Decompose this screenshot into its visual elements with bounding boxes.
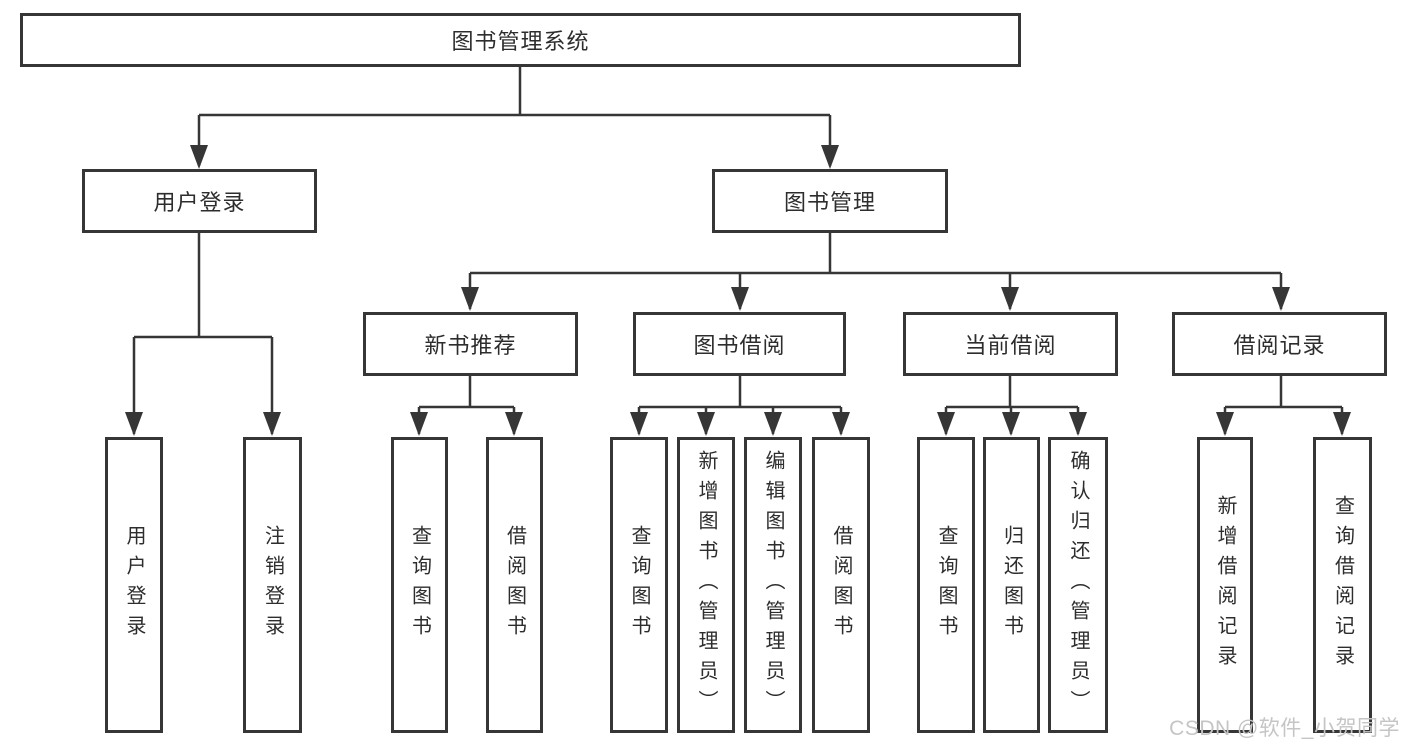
tree-edges [132,67,1344,434]
arrow-down-icon [1069,412,1087,436]
node-book-management-label: 图书管理 [783,190,876,215]
leaf-borrow-search-label: 查询图书 [628,525,650,645]
node-root: 图书管理系统 [20,13,1021,67]
arrowheads [125,145,1351,436]
arrow-down-icon [1002,412,1020,436]
leaf-records-add: 新增借阅记录 [1197,437,1253,733]
arrow-down-icon [1272,287,1290,311]
arrow-down-icon [731,287,749,311]
node-borrow-records-label: 借阅记录 [1233,333,1326,358]
csdn-watermark: CSDN @软件_小贺同学 [1169,717,1400,740]
node-new-book-recommend-label: 新书推荐 [424,333,517,358]
arrow-down-icon [630,412,648,436]
node-user-login: 用户登录 [82,169,317,233]
leaf-records-search-label: 查询借阅记录 [1331,495,1354,675]
leaf-current-confirm-return-admin: 确认归还（管理员） [1048,437,1108,733]
leaf-borrow-edit-admin-label: 编辑图书（管理员） [762,450,784,720]
leaf-logout-login: 注销登录 [243,437,302,733]
arrow-down-icon [697,412,715,436]
leaf-current-return-label: 归还图书 [1000,525,1023,645]
node-borrow-records: 借阅记录 [1172,312,1387,376]
leaf-user-login: 用户登录 [105,437,163,733]
leaf-current-confirm-return-admin-label: 确认归还（管理员） [1067,450,1089,720]
leaf-newbook-borrow-label: 借阅图书 [503,525,526,645]
leaf-borrow-edit-admin: 编辑图书（管理员） [744,437,802,733]
leaf-records-search: 查询借阅记录 [1313,437,1372,733]
leaf-newbook-borrow: 借阅图书 [486,437,543,733]
node-current-borrow-label: 当前借阅 [964,333,1057,358]
leaf-current-search-label: 查询图书 [935,525,957,645]
arrow-down-icon [190,145,208,169]
leaf-current-return: 归还图书 [983,437,1040,733]
leaf-current-search: 查询图书 [917,437,975,733]
arrow-down-icon [505,412,523,436]
leaf-borrow-borrow: 借阅图书 [812,437,870,733]
arrow-down-icon [1216,412,1234,436]
arrow-down-icon [125,412,143,436]
leaf-borrow-add-admin: 新增图书（管理员） [677,437,735,733]
node-user-login-label: 用户登录 [153,190,246,215]
arrow-down-icon [1001,287,1019,311]
node-book-borrow-label: 图书借阅 [693,333,786,358]
leaf-records-add-label: 新增借阅记录 [1214,495,1236,675]
leaf-borrow-search: 查询图书 [610,437,668,733]
arrow-down-icon [832,412,850,436]
arrow-down-icon [821,145,839,169]
arrow-down-icon [937,412,955,436]
node-current-borrow: 当前借阅 [903,312,1118,376]
arrow-down-icon [1333,412,1351,436]
leaf-logout-login-label: 注销登录 [261,525,284,645]
arrow-down-icon [263,412,281,436]
arrow-down-icon [410,412,428,436]
leaf-user-login-label: 用户登录 [123,525,145,645]
leaf-borrow-borrow-label: 借阅图书 [830,525,852,645]
arrow-down-icon [764,412,782,436]
leaf-borrow-add-admin-label: 新增图书（管理员） [695,450,717,720]
node-root-label: 图书管理系统 [451,29,590,54]
node-book-management: 图书管理 [712,169,948,233]
leaf-newbook-search-label: 查询图书 [408,525,431,645]
leaf-newbook-search: 查询图书 [391,437,448,733]
node-new-book-recommend: 新书推荐 [363,312,578,376]
arrow-down-icon [461,287,479,311]
node-book-borrow: 图书借阅 [633,312,846,376]
